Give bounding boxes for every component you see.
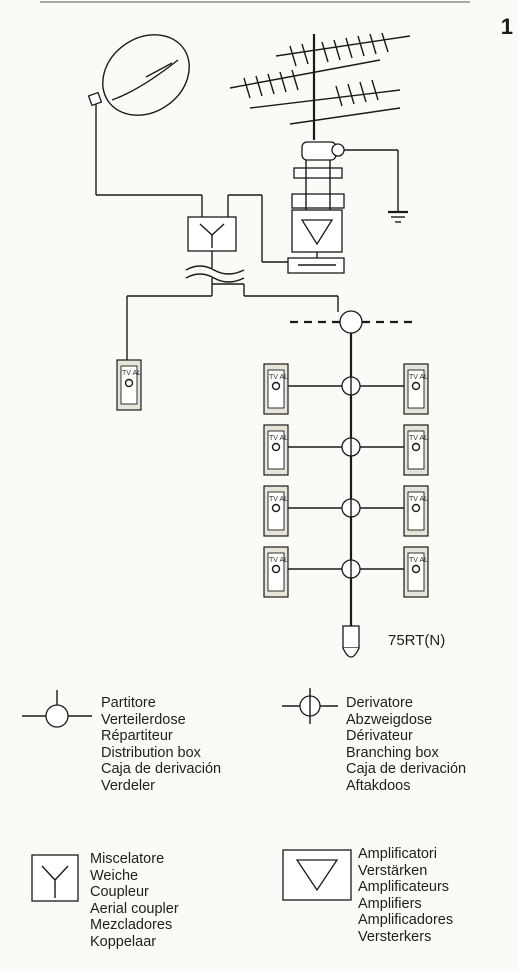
outlet-icon <box>263 424 289 476</box>
legend-line: Amplificateurs <box>358 879 450 896</box>
outlet-icon <box>403 424 429 476</box>
terminator-label: 75RT(N) <box>388 632 446 649</box>
branching-box-icon <box>341 374 361 398</box>
outlet-icon <box>263 546 289 598</box>
legend-line: Aerial coupler <box>90 900 179 917</box>
outlet-icon <box>403 363 429 415</box>
legend-derivatore-text: Derivatore Abzweigdose Dérivateur Branch… <box>346 695 466 795</box>
legend-line: Derivatore <box>346 695 413 711</box>
branching-boxes <box>286 374 405 581</box>
legend-line: Versterkers <box>358 928 432 945</box>
legend-line: Dérivateur <box>346 728 413 745</box>
legend-line: Caja de derivación <box>346 761 467 778</box>
legend-amplificatori-icon <box>282 849 352 901</box>
outlet-label: TV AL <box>409 557 428 564</box>
legend-line: Répartiteur <box>101 728 173 745</box>
legend-line: Koppelaar <box>90 933 157 950</box>
legend-line: Branching box <box>346 744 439 761</box>
outlet-label: TV AL <box>409 435 428 442</box>
outlet-label: TV AL <box>409 496 428 503</box>
outlet-label: TV AL <box>269 496 288 503</box>
legend-partitore-text: Partitore Verteilerdose Répartiteur Dist… <box>101 695 221 795</box>
legend-line: Weiche <box>90 867 139 884</box>
legend-line: Verstärken <box>358 862 428 879</box>
legend-derivatore-icon <box>282 688 338 724</box>
legend-line: Amplificadores <box>358 912 454 929</box>
terrestrial-antenna-icon <box>229 32 411 274</box>
legend-line: Caja de derivación <box>101 761 222 778</box>
outlet-label: TV AL <box>269 374 288 381</box>
outlet-icon <box>403 485 429 537</box>
branching-box-icon <box>341 435 361 459</box>
legend-line: Abzweigdose <box>346 711 433 728</box>
branching-box-icon <box>341 496 361 520</box>
outlet-labels: TV AL TV AL TV AL TV AL TV AL TV AL TV A… <box>122 370 428 564</box>
legend-partitore-icon <box>22 690 92 728</box>
legend-miscelatore-text: Miscelatore Weiche Coupleur Aerial coupl… <box>90 851 179 951</box>
legend-line: Coupleur <box>90 884 149 901</box>
outlet-icon <box>263 363 289 415</box>
legend-amplificatori-text: Amplificatori Verstärken Amplificateurs … <box>358 846 453 946</box>
legend-line: Mezcladores <box>90 917 173 934</box>
page-number: 1 <box>500 14 513 39</box>
terminator-icon <box>342 625 360 658</box>
outlet-label: TV AL <box>122 370 141 377</box>
outlet-label: TV AL <box>269 435 288 442</box>
outlet-icon <box>116 359 142 411</box>
outlet-label: TV AL <box>409 374 428 381</box>
branching-box-icon <box>341 557 361 581</box>
legend-line: Miscelatore <box>90 851 165 867</box>
satellite-dish-icon <box>87 34 203 217</box>
outlet-icon <box>263 485 289 537</box>
legend-line: Partitore <box>101 695 156 711</box>
legend-miscelatore-icon <box>31 854 79 902</box>
legend-line: Amplifiers <box>358 895 422 912</box>
outlet-icon <box>403 546 429 598</box>
legend-line: Verteilerdose <box>101 711 186 728</box>
legend-line: Verdeler <box>101 777 156 794</box>
legend-line: Amplificatori <box>358 846 437 862</box>
legend-line: Aftakdoos <box>346 777 411 794</box>
outlet-label: TV AL <box>269 557 288 564</box>
legend-line: Distribution box <box>101 744 201 761</box>
aerial-coupler-icon <box>126 194 339 360</box>
